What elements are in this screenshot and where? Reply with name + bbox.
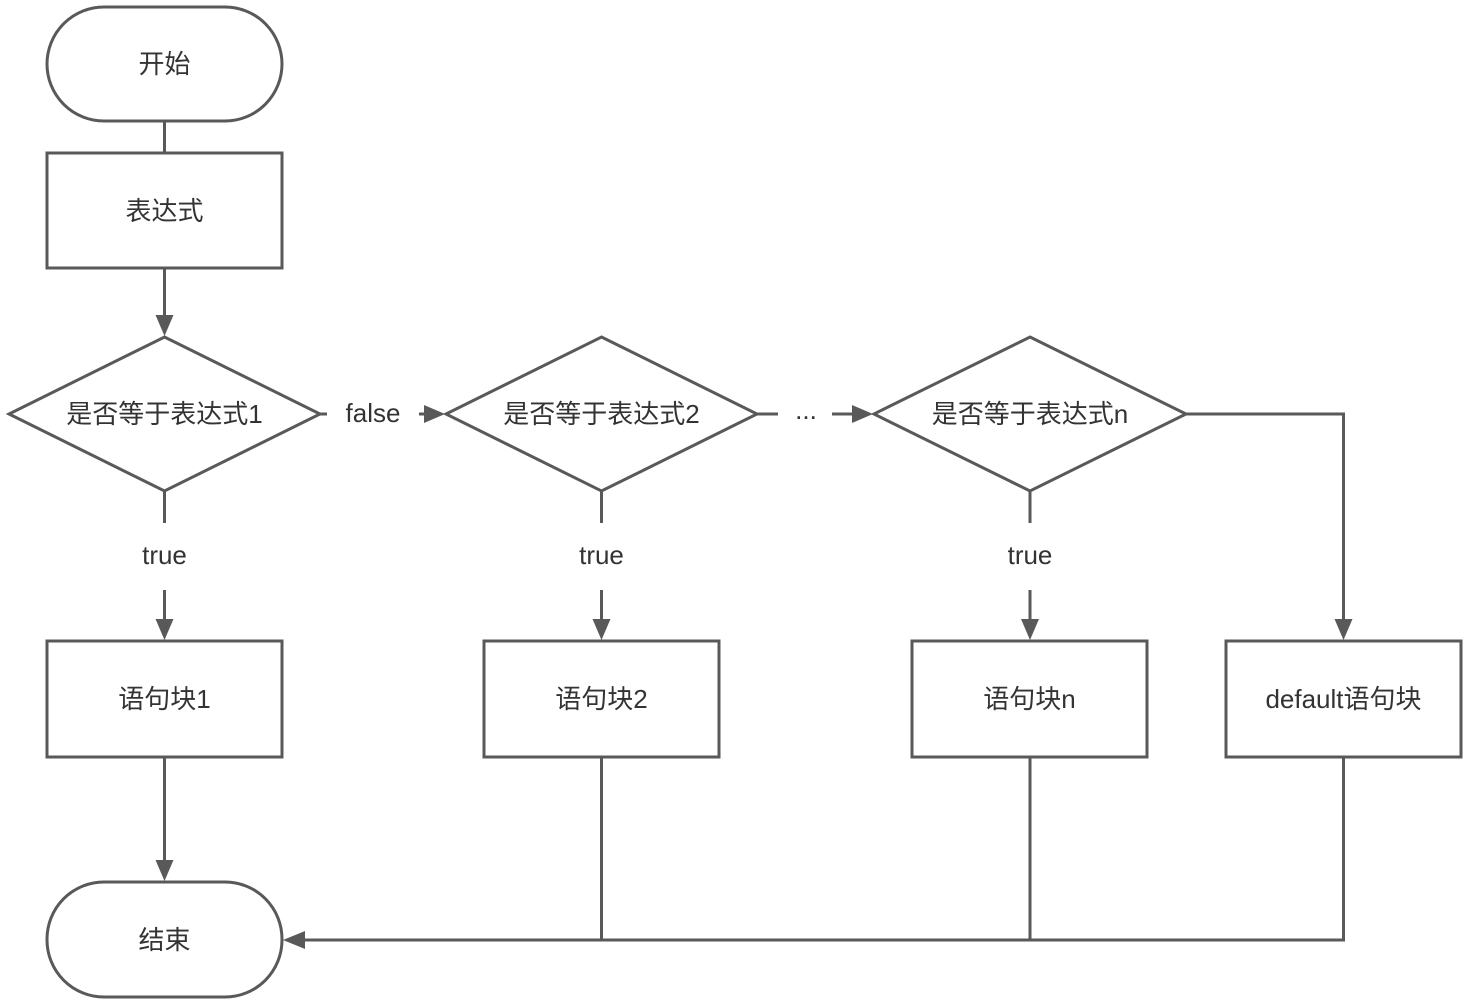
edge-default-to-end: [302, 757, 1345, 942]
arrowhead-block-1-to-end: [155, 860, 174, 881]
edge-label-true-n: true: [1008, 540, 1053, 570]
arrowhead-decision-2-to-block-2: [592, 619, 611, 640]
decision-2-node: 是否等于表达式2: [442, 335, 761, 493]
block-1-box: [45, 639, 284, 759]
arrowhead-decision-1-to-decision-2: [424, 405, 445, 423]
expression-node: 表达式: [45, 151, 284, 270]
arrowhead-decision-n-to-block-n: [1021, 619, 1039, 640]
arrowhead-decision-1-to-block-1: [155, 619, 174, 640]
decision-1-node: 是否等于表达式1: [5, 335, 324, 493]
block-1-node: 语句块1: [45, 639, 284, 759]
end-terminal-shape: [45, 880, 284, 999]
edge-label-true-1: true: [142, 540, 187, 570]
arrowhead-decision-n-to-default: [1334, 619, 1353, 640]
expression-box: [45, 151, 284, 270]
block-1-label: 语句块1: [118, 684, 210, 714]
block-default-node: default语句块: [1224, 639, 1463, 759]
edge-label-true-2: true: [579, 540, 624, 570]
edge-decision-n-to-default: [1186, 412, 1345, 622]
start-node: 开始: [45, 5, 284, 123]
decision-n-label: 是否等于表达式n: [932, 399, 1128, 429]
arrowhead-decision-2-to-decision-n: [852, 405, 873, 423]
block-2-node: 语句块2: [482, 639, 721, 759]
end-node: 结束: [45, 880, 284, 999]
decision-2-label: 是否等于表达式2: [503, 399, 699, 429]
decision-1-label: 是否等于表达式1: [66, 399, 262, 429]
decision-n-node: 是否等于表达式n: [870, 335, 1190, 493]
expression-node-label: 表达式: [125, 196, 203, 226]
block-2-label: 语句块2: [555, 684, 647, 714]
arrowhead-expression-to-decision-1: [155, 315, 174, 336]
block-n-box: [910, 639, 1149, 759]
arrowhead-merge-to-end: [283, 931, 305, 949]
edge-label-ellipsis: ...: [795, 395, 817, 425]
end-node-label: 结束: [138, 925, 190, 955]
block-n-node: 语句块n: [910, 639, 1149, 759]
block-2-box: [482, 639, 721, 759]
block-n-label: 语句块n: [983, 684, 1075, 714]
edge-label-false: false: [346, 398, 401, 428]
block-default-label: default语句块: [1265, 684, 1421, 714]
start-node-label: 开始: [138, 49, 190, 79]
